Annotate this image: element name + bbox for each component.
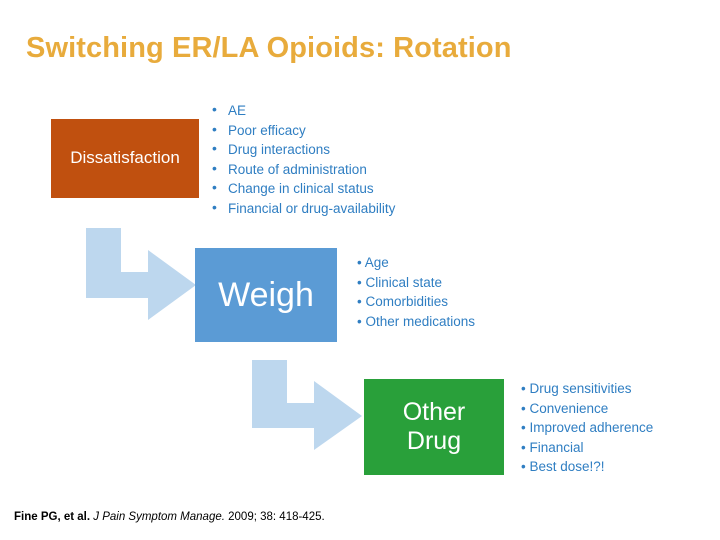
elbow-arrow-dissatisfaction-to-weigh xyxy=(86,228,196,320)
list-item: • Convenience xyxy=(521,400,609,416)
dissatisfaction-reasons-list: AE Poor efficacy Drug interactions Route… xyxy=(206,100,506,219)
list-item: Financial or drug-availability xyxy=(206,198,506,219)
box-other-drug: Other Drug xyxy=(364,379,504,475)
citation-journal: J Pain Symptom Manage. xyxy=(93,511,225,523)
box-other-drug-label-line2: Drug xyxy=(406,427,462,455)
list-item: • Age xyxy=(357,255,389,270)
box-other-drug-label: Other Drug xyxy=(403,398,466,457)
list-item: Poor efficacy xyxy=(206,120,506,141)
list-item: • Comorbidities xyxy=(357,294,449,309)
box-dissatisfaction-label: Dissatisfaction xyxy=(70,148,180,168)
box-weigh: Weigh xyxy=(195,248,337,342)
list-item: • Best dose!?! xyxy=(521,459,605,474)
citation-authors: Fine PG, et al. xyxy=(14,511,91,523)
box-other-drug-label-line1: Other xyxy=(402,397,466,426)
weigh-factors-list: • Age • Clinical state • Comorbidities •… xyxy=(357,253,557,331)
elbow-arrow-weigh-to-other-drug xyxy=(252,360,362,450)
citation: Fine PG, et al. J Pain Symptom Manage. 2… xyxy=(14,511,325,523)
list-item: • Clinical state xyxy=(357,274,443,290)
list-item: • Financial xyxy=(521,439,584,455)
box-dissatisfaction: Dissatisfaction xyxy=(51,119,199,198)
list-item: • Improved adherence xyxy=(521,420,654,435)
page-title: Switching ER/LA Opioids: Rotation xyxy=(26,32,512,64)
citation-details: 2009; 38: 418-425. xyxy=(228,511,325,523)
list-item: Route of administration xyxy=(206,159,506,180)
list-item: • Other medications xyxy=(357,313,476,329)
list-item: AE xyxy=(206,100,506,121)
other-drug-benefits-list: • Drug sensitivities • Convenience • Imp… xyxy=(521,379,720,477)
box-weigh-label: Weigh xyxy=(218,276,314,314)
list-item: Change in clinical status xyxy=(206,178,506,199)
list-item: • Drug sensitivities xyxy=(521,381,632,396)
list-item: Drug interactions xyxy=(206,139,506,160)
